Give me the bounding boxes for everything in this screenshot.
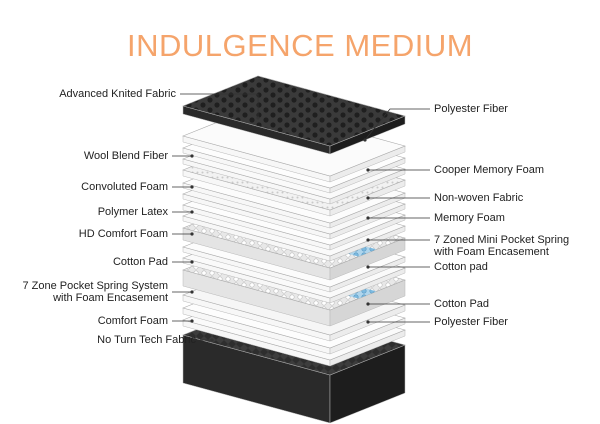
leader-dot — [256, 116, 260, 120]
label-line: Convoluted Foam — [81, 181, 168, 193]
leader-dot — [190, 260, 194, 264]
leader-dot — [366, 216, 370, 220]
label-polymer-latex: Polymer Latex — [98, 206, 168, 218]
leader-dot — [366, 238, 370, 242]
label-comfort-foam: Comfort Foam — [98, 315, 168, 327]
leader-dot — [190, 185, 194, 189]
label-line: Comfort Foam — [97, 315, 168, 327]
label-polyester-fiber: Polyester Fiber — [434, 103, 508, 115]
label-line: Wool Blend Fiber — [83, 150, 168, 162]
label-line: 7 Zoned Mini Pocket Spring — [434, 234, 570, 246]
label-hd-comfort-foam: HD Comfort Foam — [79, 228, 168, 240]
label-line: Advanced Knited Fabric — [59, 88, 176, 100]
leader-dot — [366, 196, 370, 200]
label-line: Polyester Fiber — [434, 103, 508, 115]
label-line: Cotton pad — [434, 261, 488, 273]
label-line: with Foam Encasement — [434, 246, 549, 258]
leader-dot — [190, 232, 194, 236]
label-cooper-memory-foam: Cooper Memory Foam — [434, 164, 544, 176]
label-cotton-pad: Cotton pad — [434, 261, 488, 273]
label-convoluted-foam: Convoluted Foam — [81, 181, 168, 193]
label-cotton-pad: Cotton Pad — [113, 256, 168, 268]
label-cotton-pad: Cotton Pad — [434, 298, 489, 310]
label-memory-foam: Memory Foam — [434, 212, 505, 224]
leader-line-right — [364, 108, 430, 141]
label-line: Cooper Memory Foam — [434, 164, 545, 176]
leader-dot — [366, 320, 370, 324]
leader-lines — [172, 93, 430, 342]
label-line: HD Comfort Foam — [78, 228, 168, 240]
label-polyester-fiber: Polyester Fiber — [434, 316, 508, 328]
label-line: with Foam Encasement — [53, 292, 168, 304]
leader-dot — [190, 290, 194, 294]
diagram-title: INDULGENCE MEDIUM — [126, 28, 474, 63]
label-line: Polyester Fiber — [434, 316, 508, 328]
leader-dot — [190, 154, 194, 158]
label-line: Cotton Pad — [112, 256, 168, 268]
label-line: 7 Zone Pocket Spring System — [22, 280, 168, 292]
label-non-woven-fabric: Non-woven Fabric — [434, 192, 523, 204]
label-no-turn-tech-fabric: No Turn Tech Fabric — [97, 334, 196, 346]
label-line: Polymer Latex — [97, 206, 168, 218]
leader-dot — [366, 302, 370, 306]
label-advanced-knited-fabric: Advanced Knited Fabric — [59, 88, 176, 100]
leader-dot — [190, 210, 194, 214]
leader-dot — [210, 338, 214, 342]
label-line: Non-woven Fabric — [434, 192, 524, 204]
label-line: Cotton Pad — [434, 298, 490, 310]
leader-dot — [190, 319, 194, 323]
leader-dot — [363, 138, 367, 142]
label-wool-blend-fiber: Wool Blend Fiber — [84, 150, 168, 162]
leader-dot — [366, 265, 370, 269]
label-line: Memory Foam — [434, 212, 505, 224]
label-line: No Turn Tech Fabric — [97, 334, 196, 346]
leader-dot — [366, 168, 370, 172]
leader-line-left — [180, 93, 259, 118]
layer-advanced-knited-fabric — [182, 75, 406, 155]
layer-stack — [182, 75, 406, 424]
